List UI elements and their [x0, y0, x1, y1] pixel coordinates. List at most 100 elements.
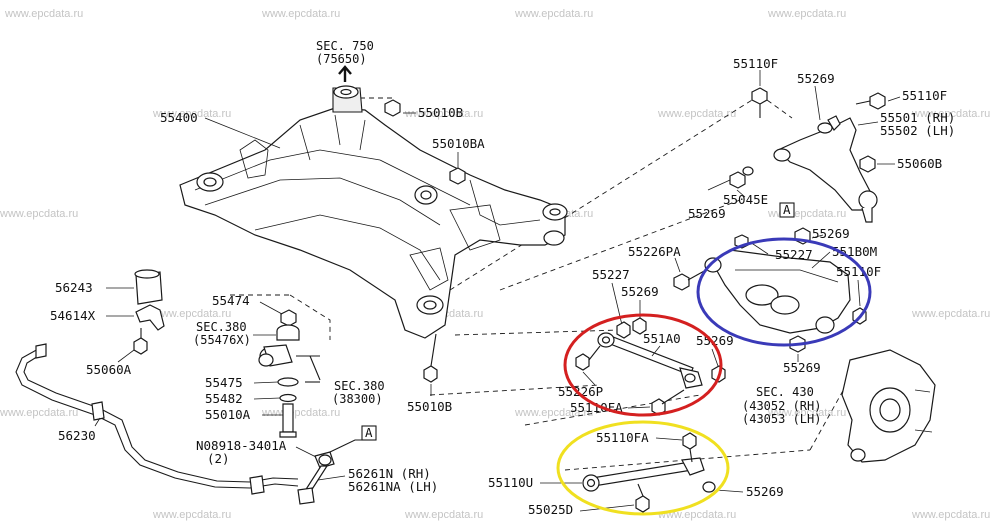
bolt-55110F-right — [855, 92, 886, 110]
part-label-55227-left[interactable]: 55227 — [592, 267, 630, 282]
ref-box-A-left-label[interactable]: A — [365, 425, 373, 440]
sec380b-sub-label: (38300) — [332, 392, 383, 406]
lower-link-55110U — [582, 432, 716, 513]
leader-55269-top — [814, 85, 821, 121]
watermark: www.epcdata.ru — [911, 108, 990, 120]
watermark: www.epcdata.ru — [152, 108, 231, 120]
part-label-55269-left[interactable]: 55269 — [621, 284, 659, 299]
leader-55501 — [857, 121, 879, 126]
part-label-55226P[interactable]: 55226P — [558, 384, 603, 399]
watermark: www.epcdata.ru — [0, 407, 78, 419]
part-label-56261NA[interactable]: 56261NA (LH) — [348, 479, 438, 494]
watermark: www.epcdata.ru — [657, 108, 736, 120]
sec750-sub-label: (75650) — [316, 52, 367, 66]
leader-08918 — [295, 446, 319, 459]
part-label-54614X[interactable]: 54614X — [50, 308, 96, 323]
part-label-55227-right[interactable]: 55227 — [775, 247, 813, 262]
part-label-56243[interactable]: 56243 — [55, 280, 93, 295]
leader-55110FA-red — [627, 406, 651, 409]
leader-55110FA-yellow — [655, 437, 683, 441]
part-label-08918[interactable]: N08918-3401A — [196, 438, 287, 453]
watermark: www.epcdata.ru — [911, 509, 990, 521]
part-label-55110FA-yellow[interactable]: 55110FA — [596, 430, 649, 445]
ref-box-A-right-label[interactable]: A — [783, 202, 791, 217]
sec430-rh-label: (43052 (RH) — [742, 399, 821, 413]
sec380a-sub-label: (55476X) — [193, 333, 251, 347]
red-highlight-circle — [563, 313, 723, 417]
stabilizer-bar-56230 — [15, 343, 299, 495]
watermark: www.epcdata.ru — [261, 8, 340, 20]
leader-55045E — [736, 189, 746, 198]
leader-56230 — [94, 417, 101, 427]
leader-55025D — [579, 504, 635, 512]
part-label-56261N[interactable]: 56261N (RH) — [348, 466, 431, 481]
watermark: www.epcdata.ru — [514, 407, 593, 419]
part-label-55400[interactable]: 55400 — [160, 110, 198, 125]
sec750-callout: SEC. 750 (75650) — [316, 39, 374, 82]
part-label-55010B-top[interactable]: 55010B — [418, 105, 463, 120]
part-label-55226PA[interactable]: 55226PA — [628, 244, 681, 259]
leader-55475 — [253, 381, 279, 384]
part-label-55269-blue[interactable]: 55269 — [783, 360, 821, 375]
part-label-55110F-arm[interactable]: 55110F — [836, 264, 881, 279]
sec380a-label[interactable]: SEC.380 — [196, 320, 247, 334]
watermark: www.epcdata.ru — [514, 8, 593, 20]
leader-55269-red — [711, 348, 719, 367]
bolt-55010B-bottom — [423, 333, 438, 383]
leader-55474 — [259, 301, 283, 315]
bracket-54614X — [135, 304, 165, 331]
watermark: www.epcdata.ru — [152, 308, 231, 320]
yellow-highlight-circle — [556, 420, 730, 516]
leader-551B0M — [811, 251, 831, 269]
part-label-55025D[interactable]: 55025D — [528, 502, 573, 517]
leader-55226PA — [674, 257, 681, 273]
watermark: www.epcdata.ru — [767, 8, 846, 20]
bolt-55110F-top — [751, 87, 768, 118]
watermark: www.epcdata.ru — [0, 208, 78, 220]
toe-link-551A0 — [575, 332, 726, 416]
sec430-lh-label: (43053 (LH) — [742, 412, 821, 426]
part-label-55045E[interactable]: 55045E — [723, 192, 768, 207]
knuckle-sec430 — [841, 349, 936, 463]
stabilizer-bushing-56243 — [134, 269, 163, 305]
leader-55269-yellow — [715, 489, 744, 493]
part-label-55269-a[interactable]: 55269 — [812, 226, 850, 241]
bolt-55060A — [133, 328, 148, 355]
leader-55269-mid — [707, 179, 731, 191]
part-label-55110U[interactable]: 55110U — [488, 475, 533, 490]
part-label-55502[interactable]: 55502 (LH) — [880, 123, 955, 138]
part-label-55474[interactable]: 55474 — [212, 293, 250, 308]
part-label-55110F-right[interactable]: 55110F — [902, 88, 947, 103]
part-label-55269-mid[interactable]: 55269 — [688, 206, 726, 221]
watermark: www.epcdata.ru — [657, 509, 736, 521]
part-label-551A0[interactable]: 551A0 — [643, 331, 681, 346]
nut-55269-left — [616, 317, 647, 339]
part-label-55269-top[interactable]: 55269 — [797, 71, 835, 86]
part-label-55010A[interactable]: 55010A — [205, 407, 251, 422]
leader-55482 — [253, 397, 281, 400]
part-label-55060A[interactable]: 55060A — [86, 362, 132, 377]
bushing-stack — [258, 309, 321, 438]
part-label-55501[interactable]: 55501 (RH) — [880, 110, 955, 125]
leader-55227-right — [749, 241, 769, 255]
part-label-55110F-top[interactable]: 55110F — [733, 56, 778, 71]
part-label-55475[interactable]: 55475 — [205, 375, 243, 390]
leader-55269-a — [811, 234, 824, 239]
sec750-label: SEC. 750 — [316, 39, 374, 53]
up-arrow-icon — [338, 65, 352, 82]
watermark: www.epcdata.ru — [152, 509, 231, 521]
bolt-55010B-top — [384, 99, 416, 117]
ref-box-A-right — [779, 202, 795, 218]
part-label-55010BA[interactable]: 55010BA — [432, 136, 485, 151]
part-label-56230[interactable]: 56230 — [58, 428, 96, 443]
sec430-label[interactable]: SEC. 430 — [756, 385, 814, 399]
blue-highlight-circle — [696, 237, 872, 347]
part-label-55269-yellow[interactable]: 55269 — [746, 484, 784, 499]
leader-55226P — [582, 371, 596, 386]
part-label-55482[interactable]: 55482 — [205, 391, 243, 406]
nut-55060B — [859, 155, 876, 173]
part-label-55060B[interactable]: 55060B — [897, 156, 942, 171]
sec380b-label[interactable]: SEC.380 — [334, 379, 385, 393]
part-label-55010B-bottom[interactable]: 55010B — [407, 399, 452, 414]
watermark: www.epcdata.ru — [767, 208, 846, 220]
